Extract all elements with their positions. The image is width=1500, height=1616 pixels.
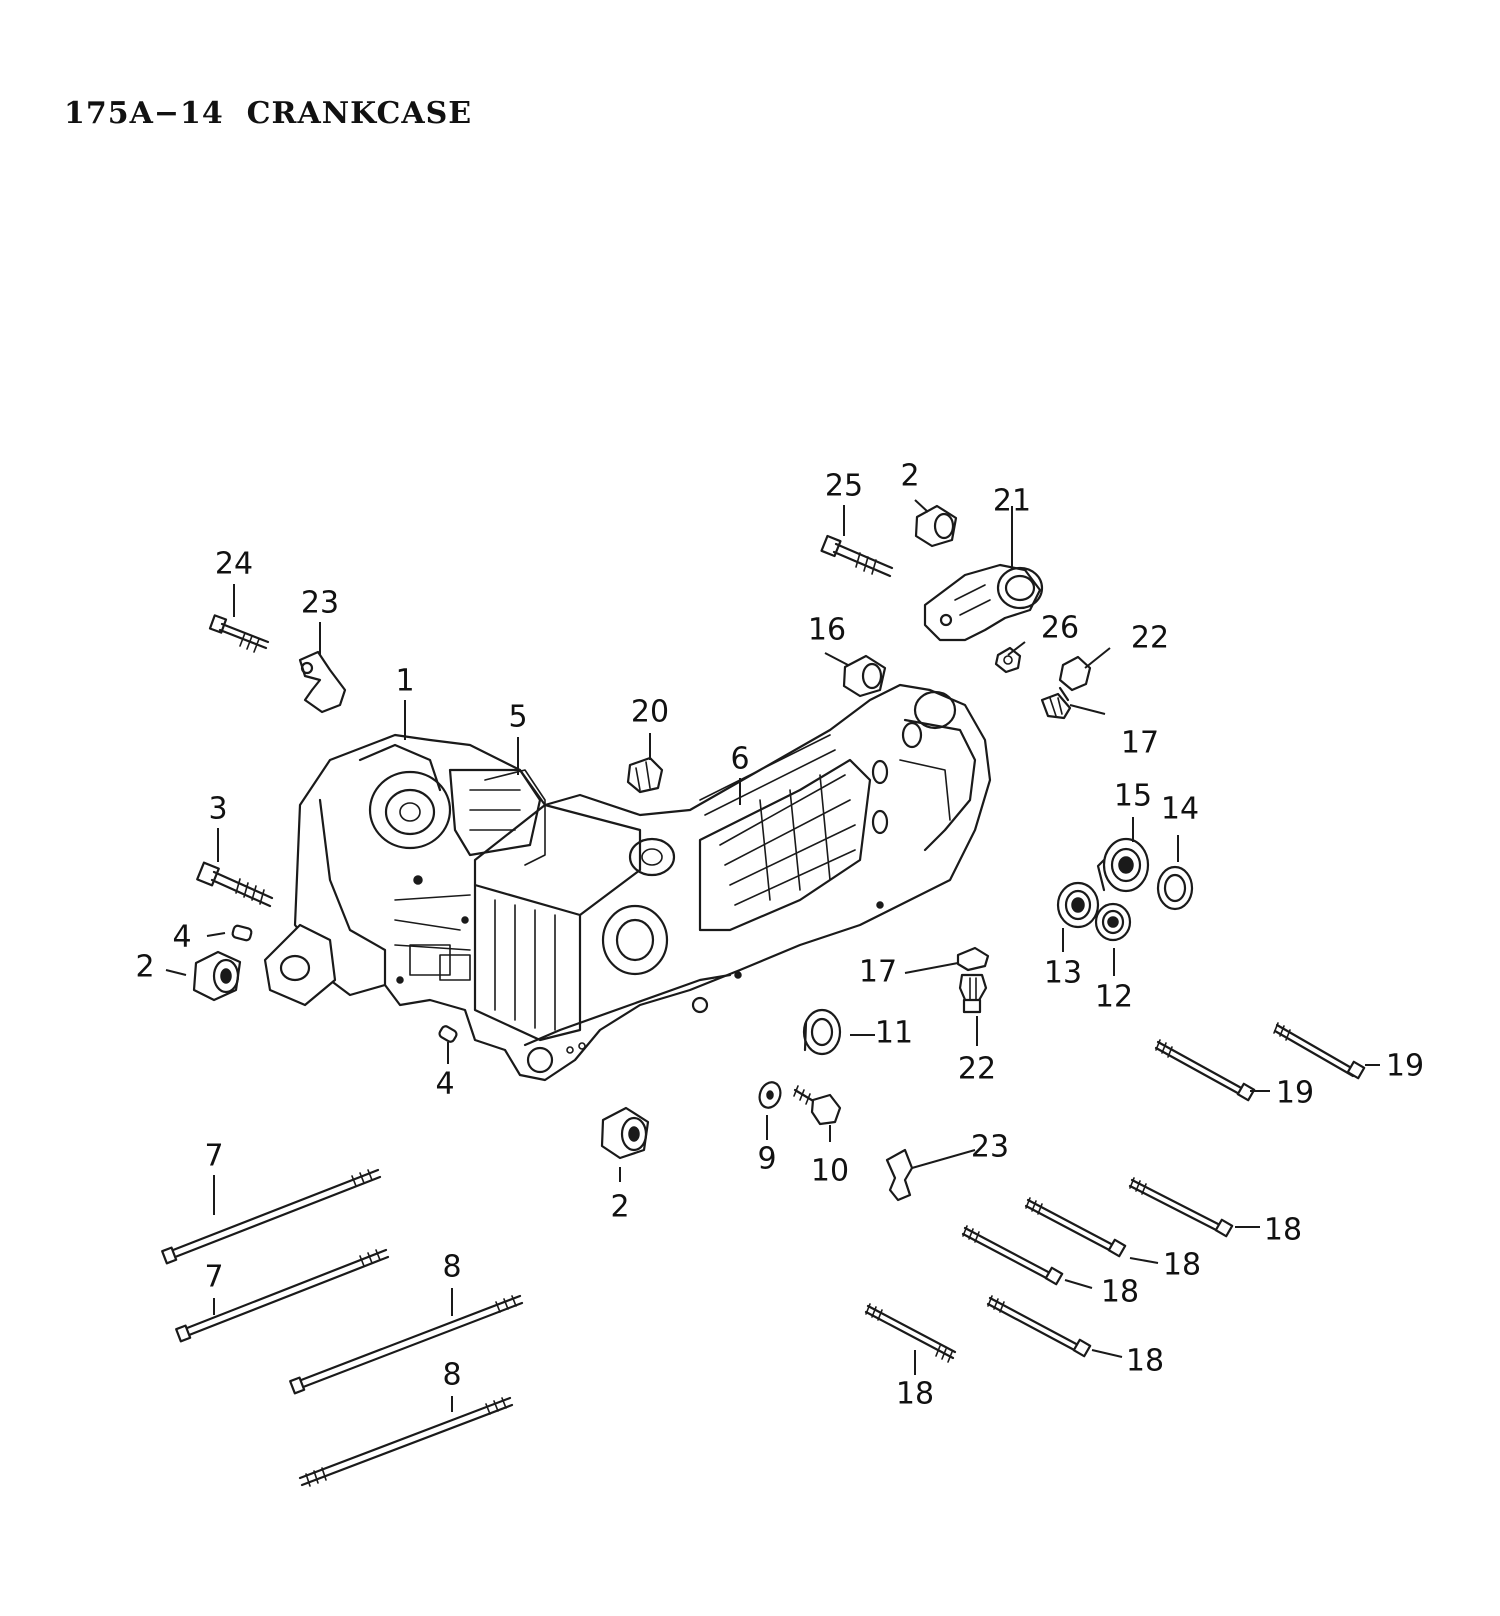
callout-3: 3	[208, 792, 227, 827]
callout-14: 14	[1161, 792, 1199, 827]
callout-13: 13	[1044, 956, 1082, 991]
callout-6: 6	[730, 742, 749, 777]
bolt-3	[196, 861, 274, 908]
bushing-16	[842, 654, 887, 698]
callout-7-upper: 7	[204, 1139, 223, 1174]
leader-lines	[165, 499, 1380, 1412]
callout-9: 9	[757, 1142, 776, 1177]
plug-17-top	[1040, 692, 1072, 720]
stud-7-upper	[161, 1168, 382, 1265]
callout-18-c: 18	[1101, 1275, 1139, 1310]
callout-2-top: 2	[900, 459, 919, 494]
stud-19-lower	[1154, 1039, 1256, 1102]
bolt-10	[793, 1085, 842, 1126]
stud-18-d	[986, 1295, 1092, 1358]
stud-18-c	[961, 1225, 1064, 1286]
callout-18-d: 18	[1126, 1344, 1164, 1379]
callout-8-upper: 8	[442, 1250, 461, 1285]
callout-7-lower: 7	[204, 1260, 223, 1295]
bearing-12	[1094, 902, 1132, 942]
plug-17-center	[956, 946, 990, 972]
callout-18-a: 18	[1264, 1213, 1302, 1248]
bushing-2-bottom	[600, 1106, 650, 1160]
callout-15: 15	[1114, 779, 1152, 814]
stud-8-lower	[298, 1396, 514, 1487]
fitting-22-center	[958, 973, 988, 1014]
clip-23-top	[298, 650, 347, 714]
dowel-20	[626, 756, 664, 794]
diagram-title: 175A−14 CRANKCASE	[64, 96, 473, 131]
bearing-13	[1056, 881, 1100, 929]
callout-23-lower: 23	[971, 1130, 1009, 1165]
bolt-25	[820, 534, 894, 578]
callout-17-top: 17	[1121, 726, 1159, 761]
callout-4-left: 4	[172, 920, 191, 955]
fitting-22-top	[1058, 655, 1092, 702]
clip-23-lower	[885, 1148, 914, 1202]
bolt-24	[208, 614, 270, 653]
callout-2-bottom: 2	[610, 1190, 629, 1225]
stud-19-upper	[1273, 1022, 1366, 1080]
stud-8-upper	[289, 1294, 524, 1395]
callout-23-top: 23	[301, 586, 339, 621]
callout-20: 20	[631, 695, 669, 730]
callout-19-upper: 19	[1386, 1049, 1424, 1084]
seal-11	[802, 1008, 842, 1056]
nut-26	[994, 646, 1022, 674]
callout-8-lower: 8	[442, 1358, 461, 1393]
callout-25: 25	[825, 469, 863, 504]
callout-16: 16	[808, 613, 846, 648]
callout-labels: 1 5 6 3 4 2 4 20 7 7 8 8 2 9 10 11 12 13…	[135, 459, 1424, 1412]
bushing-2-left	[192, 950, 242, 1002]
washer-9	[758, 1081, 782, 1109]
callout-21: 21	[993, 484, 1031, 519]
callout-18-e: 18	[896, 1377, 934, 1412]
dowel-4-bottom	[438, 1025, 458, 1043]
bearing-15	[1096, 837, 1150, 893]
crankcase-body	[263, 683, 992, 1082]
stud-18-b	[1024, 1197, 1127, 1258]
callout-17-center: 17	[859, 955, 897, 990]
callout-4-bottom: 4	[435, 1067, 454, 1102]
callout-26: 26	[1041, 611, 1079, 646]
dowel-4-left	[231, 924, 253, 942]
bushing-2-top	[914, 504, 958, 548]
callout-10: 10	[811, 1154, 849, 1189]
callout-12: 12	[1095, 980, 1133, 1015]
callout-18-b: 18	[1163, 1248, 1201, 1283]
stud-7-lower	[175, 1248, 390, 1343]
callout-24: 24	[215, 547, 253, 582]
callout-11: 11	[875, 1016, 913, 1051]
callout-5: 5	[508, 700, 527, 735]
callout-2-left: 2	[135, 950, 154, 985]
callout-19-lower: 19	[1276, 1076, 1314, 1111]
callout-1: 1	[395, 664, 414, 699]
gasket-outline	[484, 769, 546, 866]
stud-18-e	[864, 1303, 957, 1363]
stud-18-a	[1128, 1177, 1234, 1238]
callout-22-top: 22	[1131, 621, 1169, 656]
callout-22-center: 22	[958, 1052, 996, 1087]
bracket-21	[923, 563, 1044, 642]
seal-14	[1156, 865, 1194, 911]
